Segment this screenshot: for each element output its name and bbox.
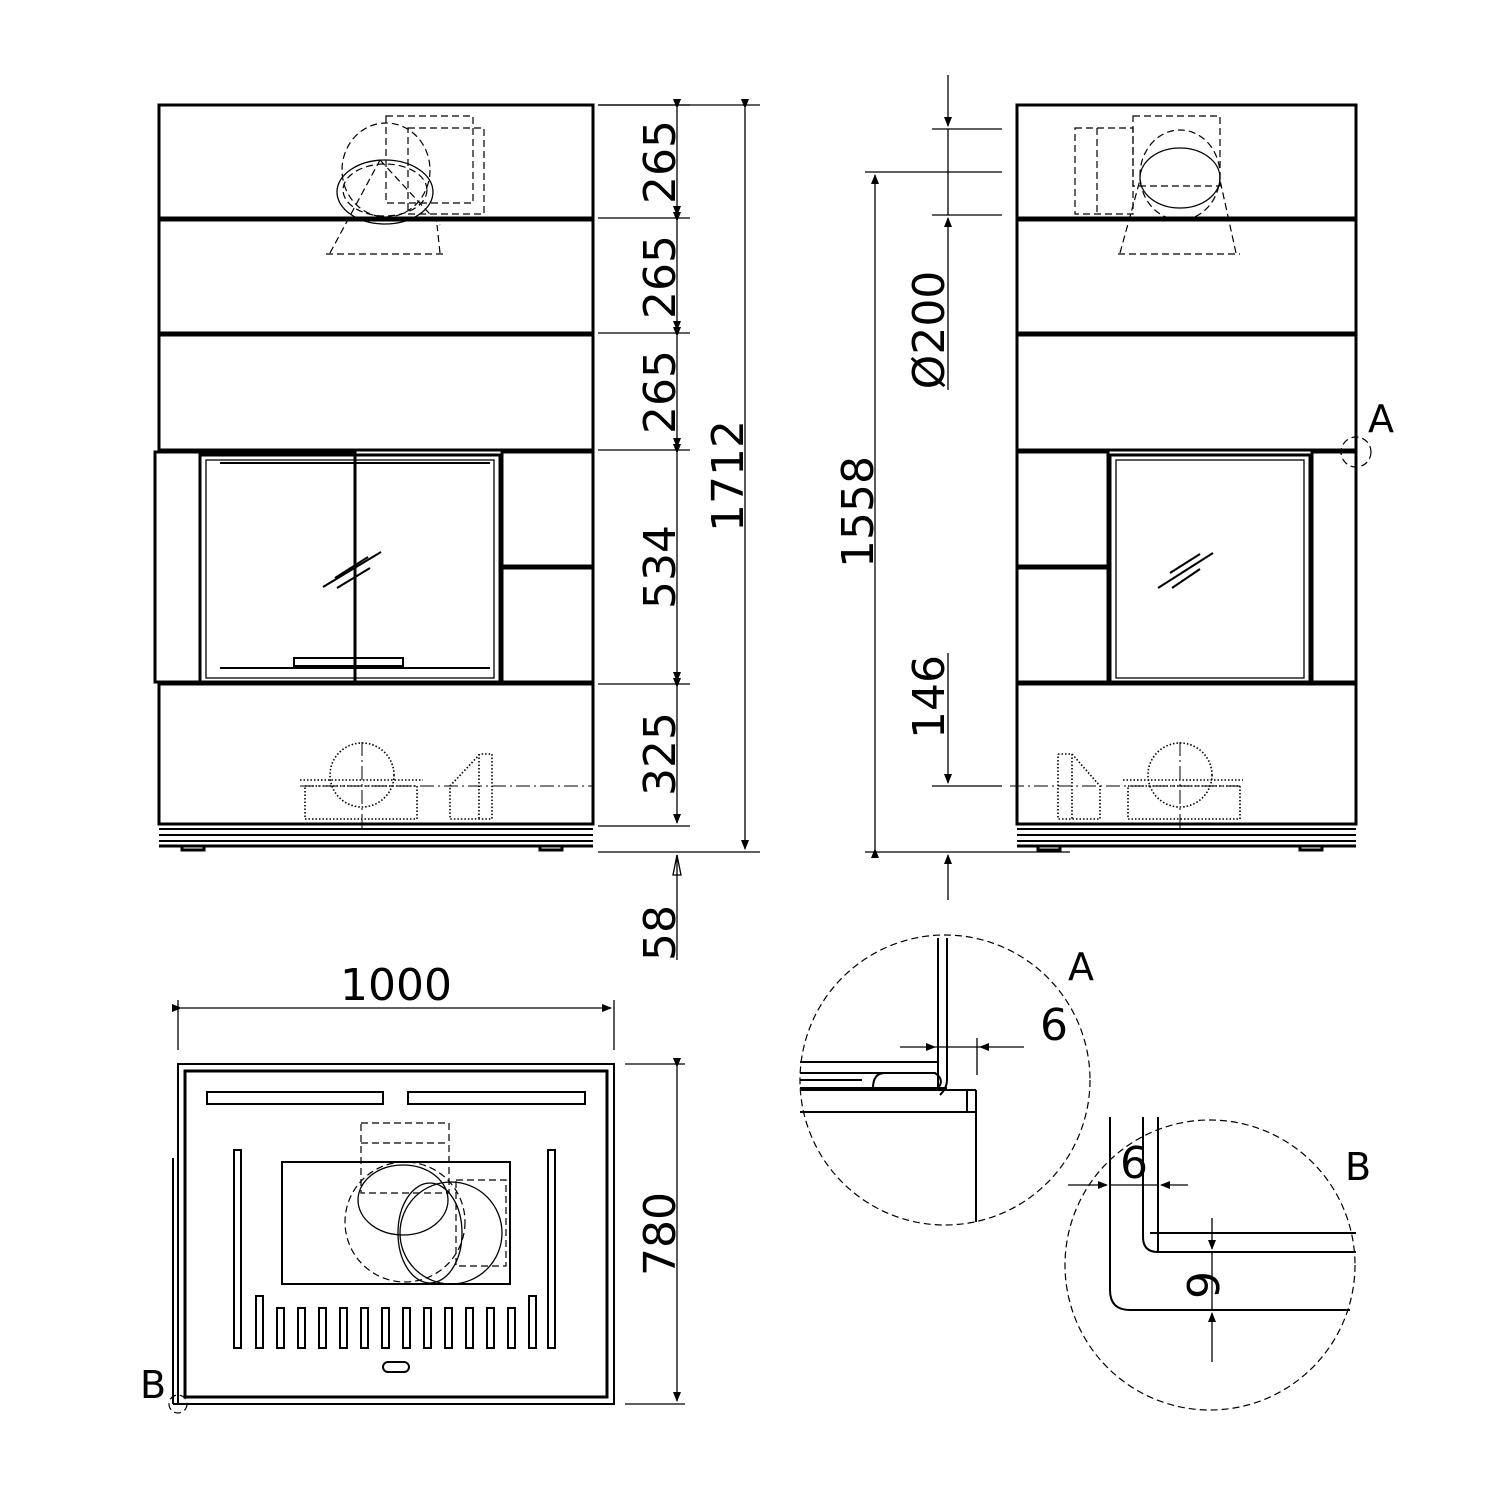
dim-panel-2: 265 bbox=[635, 235, 686, 319]
dim-panel-3: 265 bbox=[635, 350, 686, 434]
detail-b-label: B bbox=[1345, 1145, 1371, 1189]
flue-outlet-top bbox=[344, 1122, 507, 1285]
flue-outlet-hidden bbox=[326, 115, 485, 255]
dim-panel-1: 265 bbox=[635, 120, 686, 204]
dim-base: 325 bbox=[635, 712, 686, 796]
dim-flue-diameter: Ø200 bbox=[904, 271, 955, 390]
side-dimensions bbox=[865, 75, 1070, 900]
detail-a-marker bbox=[1340, 436, 1372, 468]
side-view: A Ø200 1558 146 bbox=[833, 75, 1394, 900]
flue-outlet-hidden-side bbox=[1074, 115, 1240, 255]
detail-b: B 6 6 bbox=[1064, 1117, 1371, 1411]
dim-width: 1000 bbox=[340, 960, 452, 1011]
dim-firebox: 534 bbox=[635, 525, 686, 609]
plinth bbox=[159, 828, 593, 852]
front-dimensions bbox=[598, 99, 760, 960]
dim-overall-height: 1712 bbox=[703, 420, 754, 532]
detail-b-marker bbox=[168, 1394, 188, 1414]
detail-b-callout: B bbox=[140, 1363, 166, 1407]
dim-air-inlet-height: 146 bbox=[904, 655, 955, 739]
glass-reflection-icon bbox=[322, 551, 382, 589]
plinth-side bbox=[1017, 828, 1356, 852]
detail-b-dim-vertical: 6 bbox=[1176, 1271, 1227, 1299]
dim-depth: 780 bbox=[635, 1192, 686, 1276]
top-view: B 1000 780 bbox=[140, 960, 686, 1414]
detail-a: A 6 bbox=[799, 934, 1094, 1226]
air-inlet-hidden-side bbox=[1010, 742, 1243, 832]
grille-slots bbox=[255, 1295, 537, 1349]
handle-icon bbox=[382, 1361, 410, 1373]
top-dimensions bbox=[172, 1000, 685, 1405]
detail-b-dim-horizontal: 6 bbox=[1120, 1138, 1148, 1189]
air-inlet-hidden bbox=[300, 742, 593, 832]
detail-a-label: A bbox=[1068, 945, 1094, 989]
glass-reflection-icon-side bbox=[1157, 552, 1214, 589]
front-view: 265 265 265 534 325 1712 58 bbox=[153, 99, 760, 961]
dim-feet: 58 bbox=[635, 905, 686, 961]
detail-a-callout: A bbox=[1368, 397, 1394, 441]
detail-a-dimension: 6 bbox=[1040, 1000, 1068, 1051]
dim-flue-height: 1558 bbox=[833, 456, 884, 568]
